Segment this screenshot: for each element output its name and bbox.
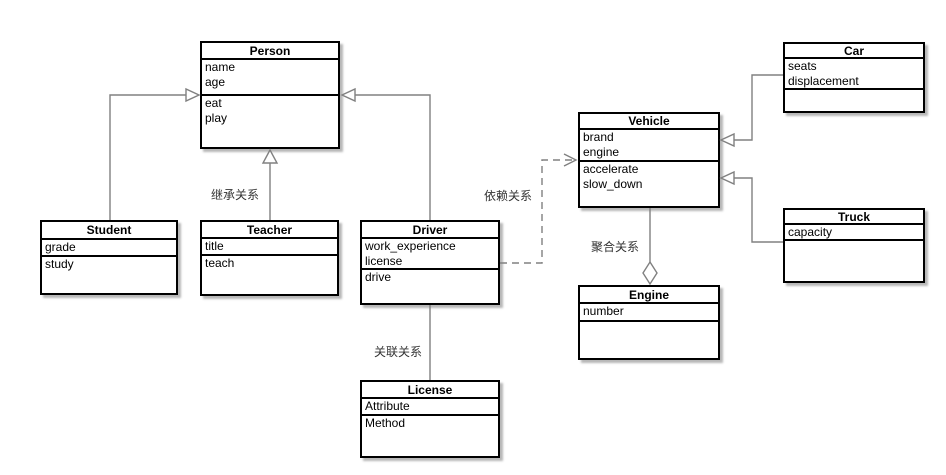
class-driver-attributes: work_experience license xyxy=(362,239,498,270)
attribute: seats xyxy=(788,59,817,73)
connector-driver-vehicle xyxy=(500,159,574,264)
attribute: name xyxy=(205,60,236,74)
inheritance-arrow-icon xyxy=(185,87,201,103)
class-license-attributes: Attribute xyxy=(362,399,498,416)
method: play xyxy=(205,111,228,125)
method: eat xyxy=(205,96,222,110)
inheritance-arrow-icon xyxy=(261,148,279,164)
attribute: engine xyxy=(583,145,620,159)
class-student-methods: study xyxy=(42,257,176,293)
inheritance-arrow-icon xyxy=(340,87,356,103)
inheritance-arrow-icon xyxy=(719,132,735,148)
aggregation-diamond-icon xyxy=(642,260,658,286)
method: study xyxy=(45,257,74,271)
class-teacher-title: Teacher xyxy=(202,222,337,239)
class-license-title: License xyxy=(362,382,498,399)
class-engine: Engine number xyxy=(578,285,720,360)
attribute: brand xyxy=(583,130,614,144)
attribute: number xyxy=(583,304,624,318)
label-inheritance: 继承关系 xyxy=(211,188,260,202)
class-license: License Attribute Method xyxy=(360,380,500,458)
class-license-methods: Method xyxy=(362,416,498,456)
class-truck-methods xyxy=(785,241,923,281)
attribute: grade xyxy=(45,240,76,254)
label-association: 关联关系 xyxy=(374,345,423,359)
connector-driver-person xyxy=(355,94,431,220)
class-driver-title: Driver xyxy=(362,222,498,239)
class-vehicle-title: Vehicle xyxy=(580,114,718,130)
connector-truck-vehicle xyxy=(734,177,783,243)
method: accelerate xyxy=(583,162,639,176)
class-truck-attributes: capacity xyxy=(785,225,923,241)
class-vehicle-attributes: brand engine xyxy=(580,130,718,162)
connector-car-vehicle xyxy=(734,74,783,141)
class-car: Car seats displacement xyxy=(783,42,925,113)
dependency-arrow-icon xyxy=(563,153,578,167)
class-engine-methods xyxy=(580,322,718,358)
class-person-attributes: name age xyxy=(202,60,338,96)
attribute: capacity xyxy=(788,225,833,239)
inheritance-arrow-icon xyxy=(719,170,735,186)
class-person-methods: eat play xyxy=(202,96,338,147)
attribute: Attribute xyxy=(365,399,410,413)
method: Method xyxy=(365,416,406,430)
class-student: Student grade study xyxy=(40,220,178,295)
attribute: title xyxy=(205,239,224,253)
class-car-methods xyxy=(785,90,923,111)
attribute: work_experience xyxy=(365,239,456,253)
class-teacher: Teacher title teach xyxy=(200,220,339,296)
attribute: displacement xyxy=(788,74,859,88)
class-car-attributes: seats displacement xyxy=(785,59,923,90)
class-teacher-methods: teach xyxy=(202,256,337,294)
class-truck: Truck capacity xyxy=(783,208,925,283)
class-student-attributes: grade xyxy=(42,240,176,257)
class-teacher-attributes: title xyxy=(202,239,337,256)
class-engine-title: Engine xyxy=(580,287,718,304)
class-car-title: Car xyxy=(785,44,923,59)
class-truck-title: Truck xyxy=(785,210,923,225)
class-student-title: Student xyxy=(42,222,176,240)
class-person: Person name age eat play xyxy=(200,41,340,149)
method: slow_down xyxy=(583,177,643,191)
method: teach xyxy=(205,256,235,270)
label-dependency: 依赖关系 xyxy=(484,189,533,203)
class-driver-methods: drive xyxy=(362,270,498,303)
attribute: license xyxy=(365,254,403,268)
attribute: age xyxy=(205,75,226,89)
class-vehicle-methods: accelerate slow_down xyxy=(580,162,718,206)
class-person-title: Person xyxy=(202,43,338,60)
class-driver: Driver work_experience license drive xyxy=(360,220,500,305)
method: drive xyxy=(365,270,392,284)
class-vehicle: Vehicle brand engine accelerate slow_dow… xyxy=(578,112,720,208)
connector-student-person xyxy=(109,94,186,220)
class-engine-attributes: number xyxy=(580,304,718,322)
label-aggregation: 聚合关系 xyxy=(591,240,640,254)
